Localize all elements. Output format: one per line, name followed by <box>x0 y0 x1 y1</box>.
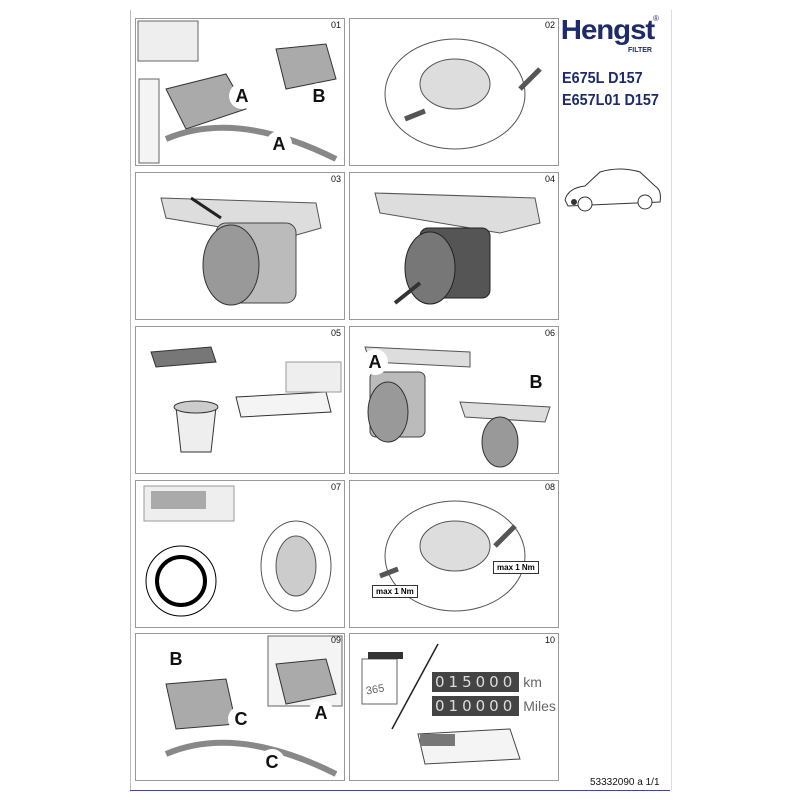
filter-pullout-illustration <box>374 192 541 305</box>
step-04: 04 <box>349 172 559 320</box>
filter-housing-illustration <box>384 38 542 150</box>
step-09: 09 B C A C <box>135 633 345 781</box>
step-08: 08 max 1 Nm max 1 Nm <box>349 480 559 628</box>
step-number: 02 <box>544 20 555 30</box>
callout-a: A <box>362 349 388 375</box>
step-06: 06 A B <box>349 326 559 474</box>
step-number: 09 <box>330 635 341 645</box>
callout-c: C <box>228 706 254 732</box>
step-01: 01 A B A <box>135 18 345 166</box>
service-interval-illustration <box>361 643 521 765</box>
step-07: 07 <box>135 480 345 628</box>
instruction-sheet <box>130 10 672 790</box>
miles-digits: 010000 <box>432 696 520 716</box>
footer-divider <box>130 790 670 791</box>
step-number: 01 <box>330 20 341 30</box>
step-number: 10 <box>544 635 555 645</box>
filter-install-illustration <box>364 346 551 468</box>
torque-label: max 1 Nm <box>372 585 418 598</box>
seal-grease-illustration <box>143 485 332 617</box>
part-code-1: E675L D157 <box>562 70 643 87</box>
step-02: 02 <box>349 18 559 166</box>
callout-a: A <box>308 700 334 726</box>
torque-illustration <box>379 500 526 612</box>
engine-bay-illustration <box>137 20 338 164</box>
document-number: 53332090 a 1/1 <box>590 777 660 788</box>
callout-a: A <box>229 83 255 109</box>
km-digits: 015000 <box>432 672 520 692</box>
step-number: 04 <box>544 174 555 184</box>
callout-b: B <box>306 83 332 109</box>
step-number: 08 <box>544 482 555 492</box>
disposal-illustration <box>150 346 342 453</box>
reassembly-illustration <box>164 635 343 777</box>
hengst-logo: Hengst <box>560 14 655 45</box>
km-unit: km <box>523 674 542 690</box>
step-05: 05 <box>135 326 345 474</box>
callout-b: B <box>523 369 549 395</box>
logo-subtitle: FILTER <box>628 47 652 54</box>
filter-removal-illustration <box>160 196 322 306</box>
step-03: 03 <box>135 172 345 320</box>
callout-a: A <box>266 131 292 157</box>
step-number: 06 <box>544 328 555 338</box>
callout-c: C <box>259 749 285 775</box>
callout-b: B <box>163 646 189 672</box>
step-number: 05 <box>330 328 341 338</box>
torque-label: max 1 Nm <box>493 561 539 574</box>
part-code-2: E657L01 D157 <box>562 92 659 109</box>
registered-mark: ® <box>653 14 659 23</box>
step-number: 07 <box>330 482 341 492</box>
car-illustration <box>564 168 661 212</box>
step-number: 03 <box>330 174 341 184</box>
miles-unit: Miles <box>523 698 556 714</box>
